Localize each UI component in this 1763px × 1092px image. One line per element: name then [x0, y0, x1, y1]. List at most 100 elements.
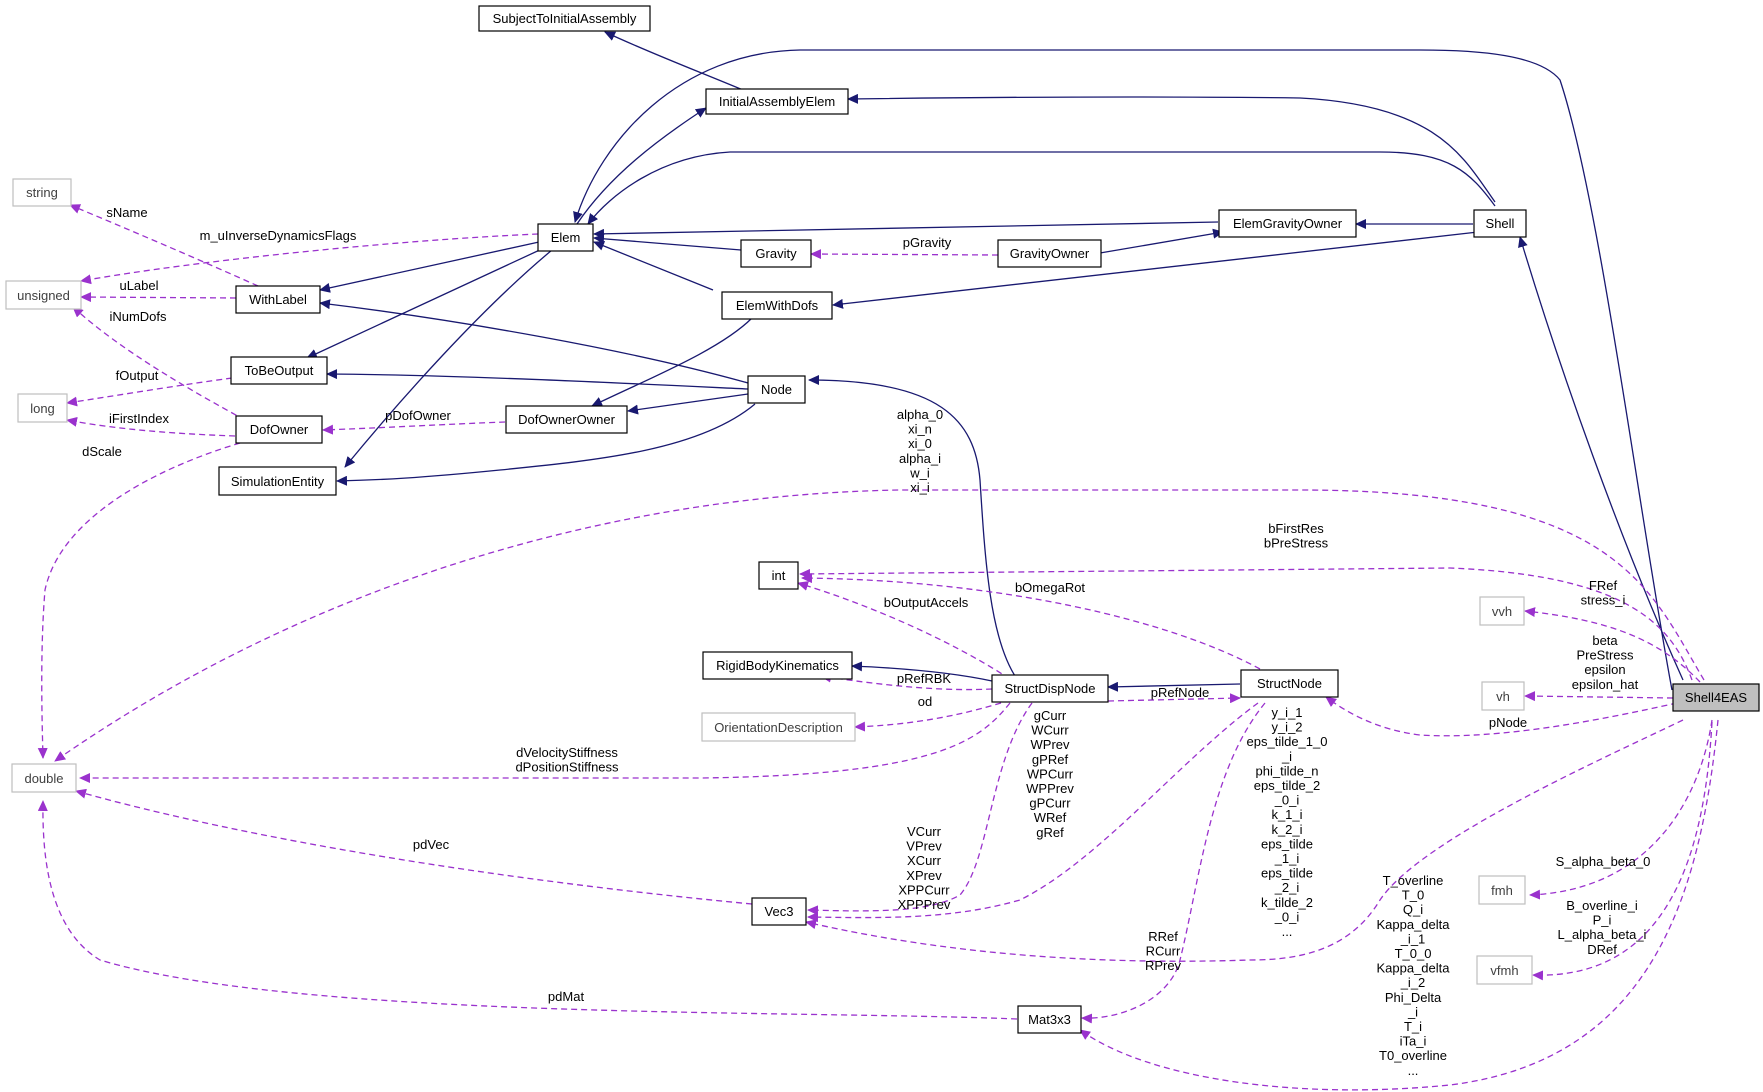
edge-dofownerowner-to-dofowner	[322, 421, 506, 435]
edge-label-line: m_uInverseDynamicsFlags	[200, 228, 357, 243]
edge-label-line: gCurr	[1034, 708, 1067, 723]
edge-withlabel-to-unsigned	[80, 292, 237, 303]
node-simulationentity[interactable]: SimulationEntity	[218, 466, 337, 496]
edge-structdisp-to-node	[808, 375, 1018, 680]
node-label: DofOwner	[250, 422, 309, 437]
edge-label-line: epsilon_hat	[1572, 677, 1639, 692]
node-structnode[interactable]: StructNode	[1240, 669, 1339, 698]
edge-label-line: bFirstRes	[1268, 521, 1324, 536]
node-withlabel[interactable]: WithLabel	[235, 285, 321, 314]
node-label: ElemWithDofs	[736, 298, 819, 313]
edge-node-to-dofownerowner	[627, 393, 749, 415]
edge-tobeoutput-to-elem	[306, 247, 545, 359]
edge-dofowner-to-long	[66, 416, 236, 437]
edge-label-line: dVelocityStiffness	[516, 745, 618, 760]
edge-label-line: gRef	[1036, 825, 1064, 840]
node-shell[interactable]: Shell	[1473, 209, 1527, 238]
node-label: RigidBodyKinematics	[716, 658, 839, 673]
node-tobeoutput[interactable]: ToBeOutput	[230, 356, 328, 385]
node-node[interactable]: Node	[747, 375, 806, 404]
node-string[interactable]: string	[12, 178, 72, 207]
edge-initassy-to-subject	[604, 31, 744, 91]
node-long[interactable]: long	[17, 393, 68, 423]
edge-label-line: _i	[1281, 749, 1292, 764]
edge-label-line: XPPPrev	[898, 897, 951, 912]
node-dofownerowner[interactable]: DofOwnerOwner	[505, 405, 628, 434]
node-dofowner[interactable]: DofOwner	[235, 415, 323, 444]
node-vh[interactable]: vh	[1481, 681, 1525, 711]
node-gravity[interactable]: Gravity	[740, 239, 812, 268]
edge-label-line: bOutputAccels	[884, 595, 969, 610]
node-shell4eas-focus[interactable]: Shell4EAS	[1672, 683, 1760, 712]
node-initialassemblyelem[interactable]: InitialAssemblyElem	[705, 88, 849, 115]
node-label: Mat3x3	[1028, 1012, 1071, 1027]
edge-label-line: DRef	[1587, 942, 1617, 957]
node-mat3x3[interactable]: Mat3x3	[1017, 1005, 1082, 1034]
edge-label: pNode	[1489, 715, 1527, 730]
node-label: SimulationEntity	[231, 474, 325, 489]
edge-shell4eas-to-mat3x3	[1079, 719, 1719, 1091]
edge-label-line: epsilon	[1584, 662, 1625, 677]
edge-label-line: y_i_1	[1271, 705, 1302, 720]
node-unsigned[interactable]: unsigned	[5, 280, 82, 310]
edge-label-line: k_tilde_2	[1261, 895, 1313, 910]
edge-label-line: _i	[1407, 1004, 1418, 1019]
edge-label-line: eps_tilde_2	[1254, 778, 1321, 793]
edge-label-line: WPrev	[1031, 737, 1071, 752]
edge-label-line: dPositionStiffness	[515, 760, 619, 775]
edge-label-line: uLabel	[119, 278, 158, 293]
edge-withlabel-to-string	[69, 204, 259, 287]
edge-shell4eas-to-fmh	[1529, 719, 1713, 900]
node-vfmh[interactable]: vfmh	[1476, 955, 1533, 985]
edge-label-line: gPRef	[1032, 752, 1069, 767]
node-label: StructDispNode	[1004, 681, 1095, 696]
edge-node-to-tobeoutput	[326, 369, 749, 390]
node-label: ToBeOutput	[245, 363, 314, 378]
edge-label-line: B_overline_i	[1566, 898, 1638, 913]
edge-label-line: phi_tilde_n	[1256, 763, 1319, 778]
edge-label-line: alpha_i	[899, 451, 941, 466]
node-vec3[interactable]: Vec3	[751, 897, 807, 926]
node-elemwithdofs[interactable]: ElemWithDofs	[721, 291, 833, 320]
edge-label-line: pRefNode	[1151, 685, 1210, 700]
edge-label-line: S_alpha_beta_0	[1556, 854, 1651, 869]
node-gravityowner[interactable]: GravityOwner	[997, 239, 1102, 268]
edge-label-line: VPrev	[906, 839, 942, 854]
node-label: SubjectToInitialAssembly	[493, 11, 637, 26]
node-orientationdescription[interactable]: OrientationDescription	[701, 712, 856, 742]
node-double[interactable]: double	[11, 763, 77, 793]
node-label: double	[24, 771, 63, 786]
node-fmh[interactable]: fmh	[1478, 875, 1526, 905]
edge-structdisp-to-rbk-usage	[820, 672, 993, 691]
node-subjecttoinitialassembly[interactable]: SubjectToInitialAssembly	[478, 5, 651, 32]
node-label: unsigned	[17, 288, 70, 303]
node-structdispnode[interactable]: StructDispNode	[991, 674, 1109, 703]
edge-shell-to-elemwithdofs	[832, 231, 1479, 309]
edge-label-line: eps_tilde	[1261, 836, 1313, 851]
node-elem[interactable]: Elem	[537, 223, 594, 252]
edge-gravowner-to-gravity	[810, 249, 999, 260]
edge-label-line: ...	[1408, 1063, 1419, 1078]
node-rigidbodykinematics[interactable]: RigidBodyKinematics	[702, 651, 853, 680]
edge-label-line: RCurr	[1146, 944, 1181, 959]
edge-label-line: pRefRBK	[897, 671, 952, 686]
node-label: Vec3	[765, 904, 794, 919]
edge-label-line: bOmegaRot	[1015, 580, 1085, 595]
edge-label: iNumDofs	[109, 309, 167, 324]
node-elemgravityowner[interactable]: ElemGravityOwner	[1218, 209, 1357, 238]
edge-label-line: iNumDofs	[109, 309, 167, 324]
node-vvh[interactable]: vvh	[1479, 596, 1525, 626]
edge-label-line: T_0	[1402, 888, 1424, 903]
node-int[interactable]: int	[758, 561, 799, 590]
edge-simentity-to-elem	[344, 249, 553, 468]
edge-label-line: WCurr	[1031, 723, 1069, 738]
edge-gravity-to-elem	[593, 233, 742, 251]
edge-structnode-to-int	[801, 573, 1261, 670]
edge-label-line: _i_2	[1400, 975, 1426, 990]
edge-label-line: XCurr	[907, 853, 942, 868]
